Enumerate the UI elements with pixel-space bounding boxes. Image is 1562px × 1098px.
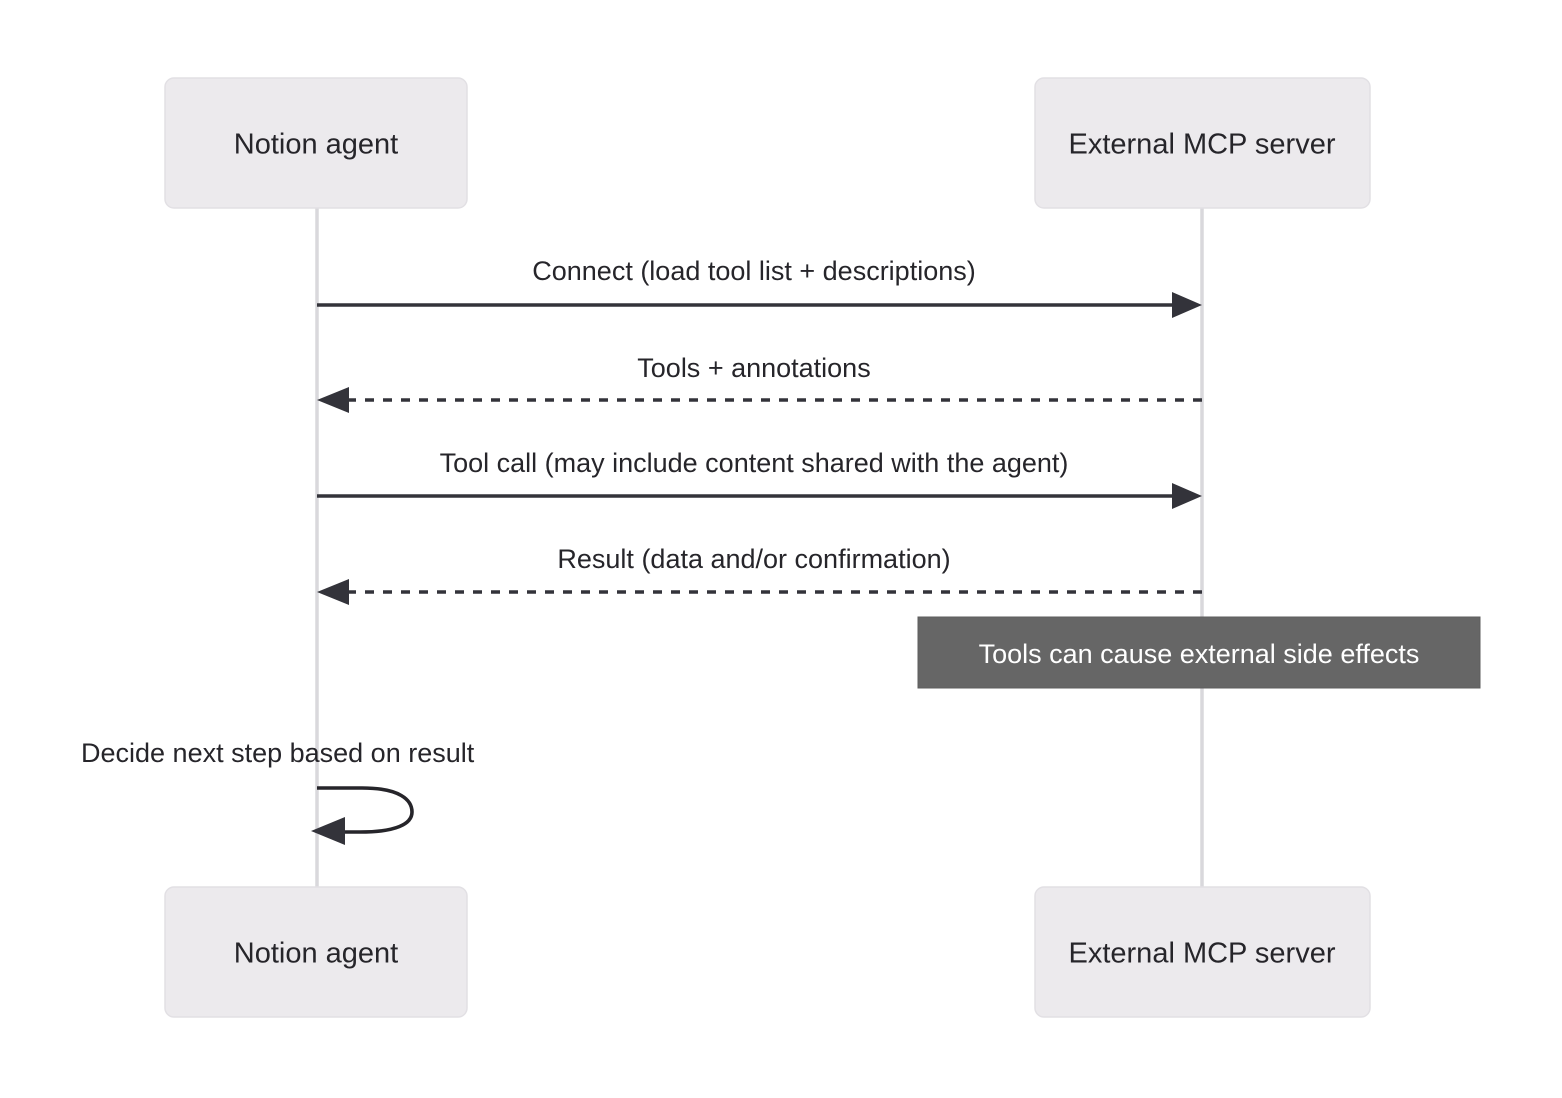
participant-label-notion-agent-bottom: Notion agent (234, 938, 398, 970)
message-result[interactable]: Result (data and/or confirmation) (317, 544, 1202, 605)
arrow-head-left-result (317, 579, 349, 605)
arrow-head-left-decide-next-step (311, 817, 345, 845)
participant-box-external-mcp-server-bottom[interactable]: External MCP server (1034, 886, 1371, 1018)
self-message-decide-next-step[interactable]: Decide next step based on result (81, 738, 475, 845)
message-label-connect: Connect (load tool list + descriptions) (532, 256, 975, 286)
participant-rect (164, 886, 468, 1018)
participant-rect (164, 77, 468, 209)
message-label-tools-annotations: Tools + annotations (637, 353, 870, 383)
participant-rect (1034, 886, 1371, 1018)
arrow-head-left-tools-annotations (317, 387, 349, 413)
note-rect (917, 616, 1481, 689)
participant-rect (1034, 77, 1371, 209)
note-label-side-effects: Tools can cause external side effects (979, 639, 1420, 669)
self-message-label-decide-next-step: Decide next step based on result (81, 738, 475, 768)
participant-box-external-mcp-server-top[interactable]: External MCP server (1034, 77, 1371, 209)
self-message-loop-path (317, 786, 414, 834)
message-connect[interactable]: Connect (load tool list + descriptions) (317, 256, 1202, 318)
message-tool-call[interactable]: Tool call (may include content shared wi… (317, 448, 1202, 509)
arrow-head-right-connect (1172, 292, 1202, 318)
arrow-head-right-tool-call (1172, 483, 1202, 509)
participant-box-notion-agent-bottom[interactable]: Notion agent (164, 886, 468, 1018)
participant-box-notion-agent-top[interactable]: Notion agent (164, 77, 468, 209)
participant-label-external-mcp-server-top: External MCP server (1069, 129, 1336, 161)
message-label-tool-call: Tool call (may include content shared wi… (440, 448, 1069, 478)
participant-label-external-mcp-server-bottom: External MCP server (1069, 938, 1336, 970)
message-tools-annotations[interactable]: Tools + annotations (317, 353, 1202, 413)
participant-label-notion-agent-top: Notion agent (234, 129, 398, 161)
message-label-result: Result (data and/or confirmation) (557, 544, 950, 574)
note-side-effects[interactable]: Tools can cause external side effects (917, 616, 1481, 689)
